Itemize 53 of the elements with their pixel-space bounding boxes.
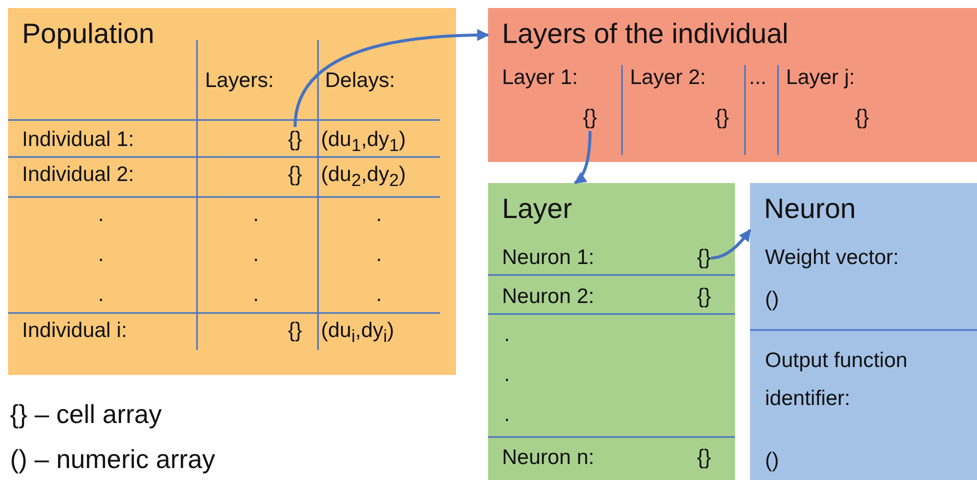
box-title: Layer	[502, 193, 572, 225]
numeric-array-symbol: ()	[765, 287, 779, 313]
cell-array-symbol: {}	[288, 318, 302, 344]
cell-array-symbol: {}	[697, 245, 712, 271]
column-header: Layer j:	[786, 65, 855, 91]
column-header: Delays:	[325, 68, 396, 94]
ellipsis-dot: .	[504, 402, 510, 428]
note: {} – cell array	[10, 398, 162, 430]
cell-array-symbol: {}	[288, 162, 302, 188]
cell-array-symbol: {}	[855, 105, 870, 131]
numeric-array-symbol: ()	[765, 448, 779, 474]
cell-array-symbol: {}	[583, 105, 598, 131]
table-value: (du$_{1}$,dy$_{1}$)	[321, 127, 406, 158]
ellipsis-dot: .	[376, 242, 382, 268]
box-title: Layers of the individual	[502, 18, 788, 50]
arrow	[574, 130, 592, 184]
ellipsis-dot: .	[253, 282, 259, 308]
table-panel	[488, 8, 977, 162]
ellipsis-dot: .	[504, 362, 510, 388]
ellipsis-dot: .	[376, 202, 382, 228]
row-label: Neuron n:	[502, 445, 594, 471]
column-header: Layer 2:	[630, 65, 706, 91]
field-label: Weight vector:	[765, 245, 899, 271]
cell-array-symbol: {}	[697, 284, 712, 310]
table-panel	[488, 183, 735, 480]
table-panel	[8, 8, 456, 375]
arrow	[294, 29, 490, 128]
ellipsis-dot: .	[253, 242, 259, 268]
table-value: (du$_{i}$,dy$_{i}$)	[321, 318, 394, 348]
ellipsis-dot: .	[98, 282, 104, 308]
note: () – numeric array	[10, 443, 216, 475]
cell-array-symbol: {}	[715, 105, 730, 131]
column-header: Layer 1:	[502, 65, 578, 91]
row-label: Neuron 2:	[502, 284, 594, 310]
ellipsis-dot: .	[98, 202, 104, 228]
ellipsis: ...	[749, 65, 767, 91]
ellipsis-dot: .	[504, 322, 510, 348]
box-title: Neuron	[764, 193, 856, 225]
cell-array-symbol: {}	[697, 445, 712, 471]
box-title: Population	[22, 18, 154, 50]
ellipsis-dot: .	[253, 202, 259, 228]
ellipsis-dot: .	[376, 282, 382, 308]
cell-array-symbol: {}	[288, 127, 302, 153]
table-value: (du$_{2}$,dy$_{2}$)	[321, 162, 406, 192]
ellipsis-dot: .	[98, 242, 104, 268]
row-label: Neuron 1:	[502, 245, 594, 271]
row-label: Individual i:	[22, 318, 128, 344]
table-panel	[750, 183, 977, 480]
row-label: Individual 2:	[22, 162, 134, 188]
column-header: Layers:	[205, 68, 274, 94]
arrow	[710, 229, 752, 260]
field-label: Output function identifier:	[765, 348, 908, 412]
row-label: Individual 1:	[22, 127, 134, 153]
